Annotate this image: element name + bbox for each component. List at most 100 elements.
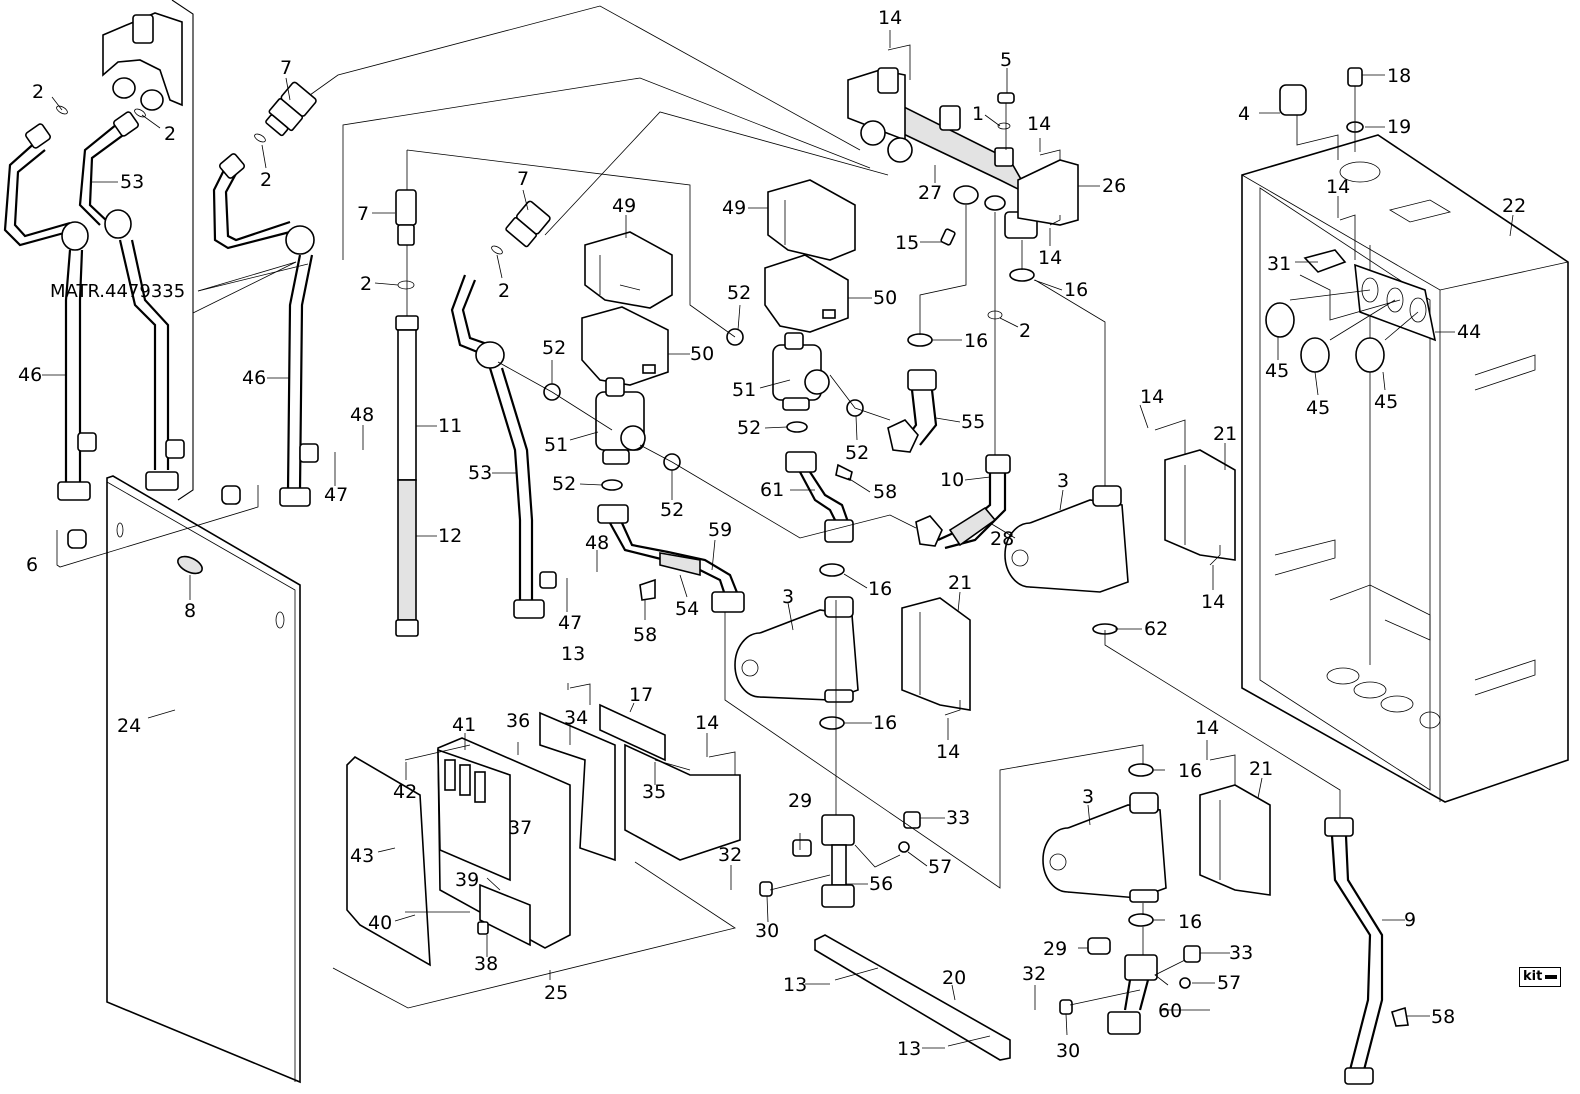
- front-panel-24: [106, 475, 301, 1084]
- callout-41: 41: [452, 714, 476, 736]
- callout-51: 51: [544, 434, 568, 456]
- callout-16: 16: [1178, 911, 1202, 933]
- valve-7-left: [265, 81, 317, 137]
- bracket-21-right-top: [1164, 449, 1236, 561]
- callout-3: 3: [782, 586, 794, 608]
- callout-6: 6: [26, 554, 38, 576]
- kit-label: kit: [1523, 969, 1543, 984]
- callout-46: 46: [18, 364, 42, 386]
- callout-58: 58: [633, 624, 657, 646]
- callout-29: 29: [788, 790, 812, 812]
- callout-40: 40: [368, 912, 392, 934]
- callout-14: 14: [1195, 717, 1219, 739]
- callout-7: 7: [357, 203, 369, 225]
- callout-19: 19: [1387, 116, 1411, 138]
- clip-58a: [639, 578, 656, 601]
- callout-33: 33: [946, 807, 970, 829]
- callout-22: 22: [1502, 195, 1526, 217]
- callout-2: 2: [1019, 320, 1031, 342]
- pump-3-center: [734, 596, 859, 703]
- callout-37: 37: [508, 817, 532, 839]
- cover-43: [346, 755, 431, 967]
- knob-6a: [67, 529, 87, 549]
- callout-9: 9: [1404, 909, 1416, 931]
- knob-6b: [221, 485, 241, 505]
- callout-31: 31: [1267, 253, 1291, 275]
- callout-14: 14: [878, 7, 902, 29]
- callout-50: 50: [690, 343, 714, 365]
- clip-58b: [835, 463, 853, 482]
- callout-16: 16: [1064, 279, 1088, 301]
- manifold-27: [847, 67, 1038, 239]
- pipe-54-59: [597, 504, 745, 613]
- callout-21: 21: [1213, 423, 1237, 445]
- valve-7-center: [395, 189, 417, 226]
- pipe-60: [1107, 954, 1158, 1035]
- pipe-61: [785, 451, 854, 543]
- callout-14: 14: [1038, 247, 1062, 269]
- callout-54: 54: [675, 598, 699, 620]
- callout-45: 45: [1374, 391, 1398, 413]
- callout-8: 8: [184, 600, 196, 622]
- pcb-41: [437, 748, 511, 882]
- callout-48: 48: [350, 404, 374, 426]
- callout-56: 56: [869, 873, 893, 895]
- callout-17: 17: [629, 684, 653, 706]
- callout-44: 44: [1457, 321, 1481, 343]
- pipe-11-12: [395, 150, 419, 637]
- callout-14: 14: [695, 712, 719, 734]
- callout-5: 5: [1000, 49, 1012, 71]
- rail-20: [814, 934, 1011, 1061]
- callout-60: 60: [1158, 1000, 1182, 1022]
- callout-43: 43: [350, 845, 374, 867]
- callout-49: 49: [722, 197, 746, 219]
- pipe-53-left: [3, 139, 76, 247]
- callout-16: 16: [873, 712, 897, 734]
- callout-50: 50: [873, 287, 897, 309]
- callout-2: 2: [260, 169, 272, 191]
- callout-7: 7: [517, 168, 529, 190]
- grommet-45a: [1265, 302, 1295, 338]
- gland-18: [1347, 67, 1363, 87]
- callout-30: 30: [755, 920, 779, 942]
- nut-33a: [903, 811, 921, 829]
- seal-16: [1009, 268, 1035, 282]
- callout-21: 21: [948, 572, 972, 594]
- callout-42: 42: [393, 781, 417, 803]
- bracket-21-right-bottom: [1199, 784, 1271, 896]
- callout-33: 33: [1229, 942, 1253, 964]
- badge-8: [177, 555, 203, 575]
- callout-18: 18: [1387, 65, 1411, 87]
- callout-52: 52: [660, 499, 684, 521]
- callout-53: 53: [468, 462, 492, 484]
- vent-4: [1279, 84, 1307, 116]
- kit-badge: kit: [1519, 967, 1562, 987]
- valve-body-51-left: [595, 377, 646, 465]
- pump-3-right-bottom: [1042, 792, 1167, 903]
- bracket-31: [1303, 249, 1347, 273]
- callout-26: 26: [1102, 175, 1126, 197]
- part-38: [477, 921, 489, 935]
- callout-39: 39: [455, 869, 479, 891]
- callout-52: 52: [845, 442, 869, 464]
- callout-47: 47: [324, 484, 348, 506]
- pump-3-right-top: [1004, 485, 1129, 593]
- callout-16: 16: [868, 578, 892, 600]
- callout-36: 36: [506, 710, 530, 732]
- bracket-21-center: [901, 597, 971, 711]
- callout-13: 13: [897, 1038, 921, 1060]
- connector-lines: [309, 5, 1419, 1047]
- clip-30a: [759, 881, 773, 897]
- callout-labels: 2 2 53 7 2 7 2 2 7 49 49 50 50 52 52 51 …: [18, 7, 1526, 1062]
- callout-27: 27: [918, 182, 942, 204]
- callout-53: 53: [120, 171, 144, 193]
- clip-29a: [792, 839, 812, 857]
- callout-3: 3: [1082, 786, 1094, 808]
- callout-57: 57: [928, 856, 952, 878]
- callout-58: 58: [873, 481, 897, 503]
- valve-body-51-right: [772, 332, 830, 411]
- callout-1: 1: [972, 103, 984, 125]
- callout-49: 49: [612, 195, 636, 217]
- callout-32: 32: [1022, 963, 1046, 985]
